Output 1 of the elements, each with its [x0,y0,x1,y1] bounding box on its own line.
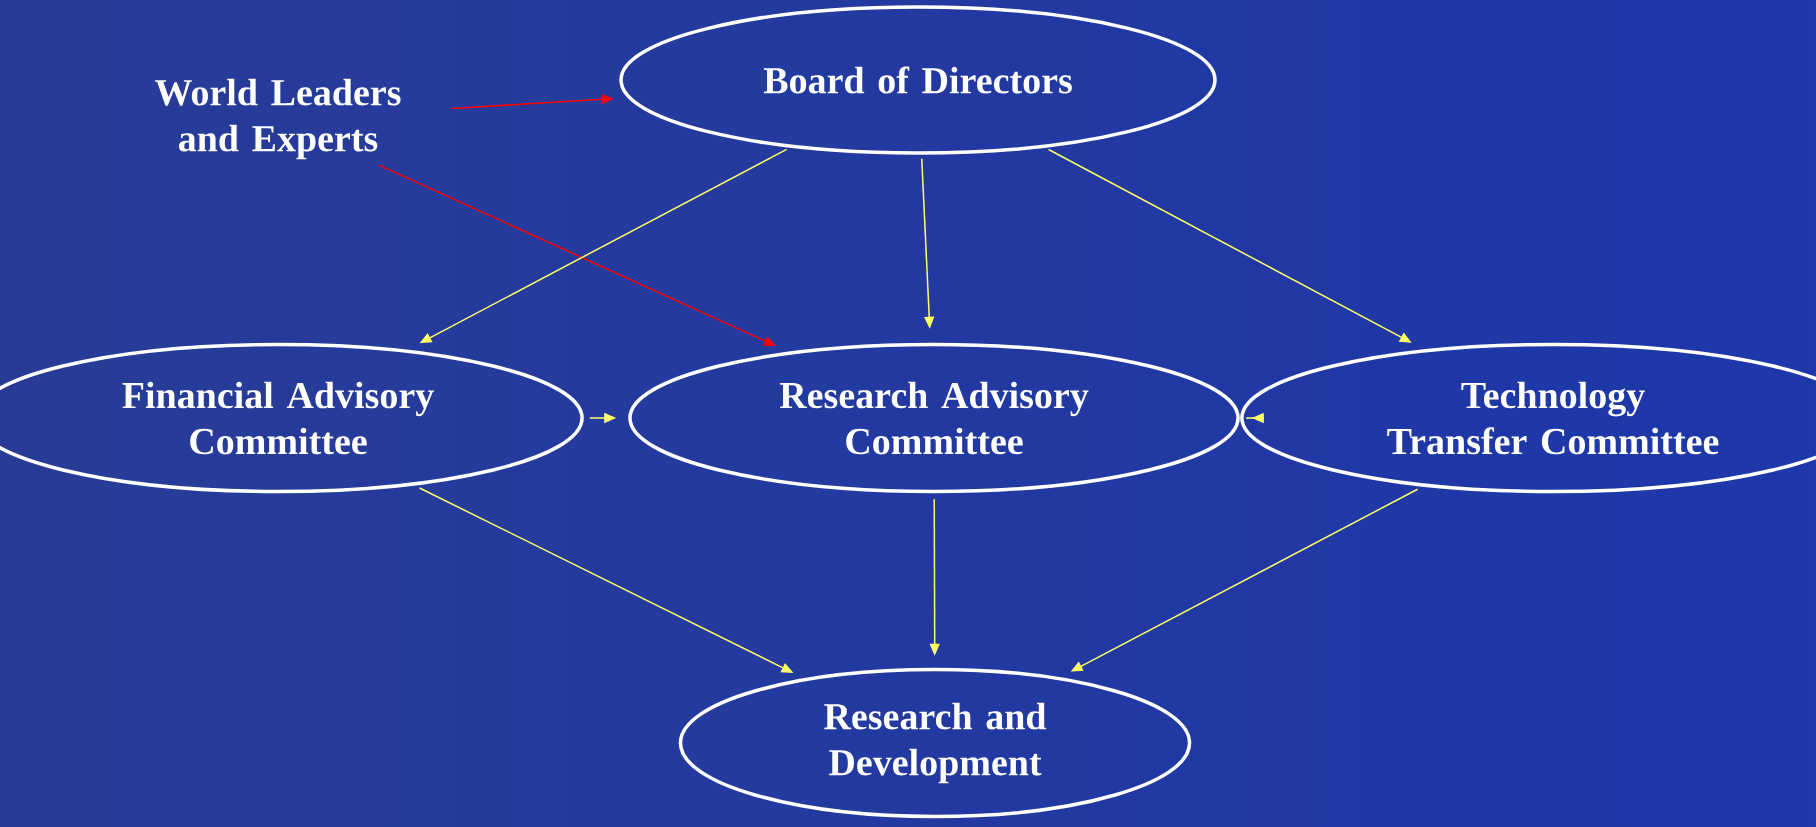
label-text: World Leaders and Experts [155,78,401,160]
